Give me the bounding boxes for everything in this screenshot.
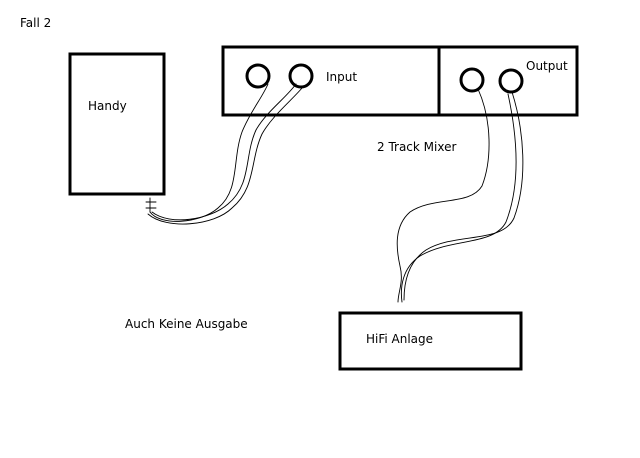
mixer-output-box [437,45,579,117]
cable-output-to-hifi [396,88,524,303]
mixer-label: 2 Track Mixer [377,140,456,154]
phone-jack-plug [145,197,157,213]
cable-phone-to-input [147,83,303,225]
case-title: Fall 2 [20,16,51,30]
phone-label: Handy [88,99,127,113]
note-label: Auch Keine Ausgabe [125,317,248,331]
output-jack-left [459,67,485,93]
output-label: Output [526,59,568,73]
hifi-box [338,311,523,371]
input-jack-left [245,63,271,89]
input-label: Input [326,70,357,84]
output-jack-right [498,68,524,94]
phone-box [68,52,166,196]
input-jack-right [288,63,314,89]
hifi-label: HiFi Anlage [366,332,433,346]
